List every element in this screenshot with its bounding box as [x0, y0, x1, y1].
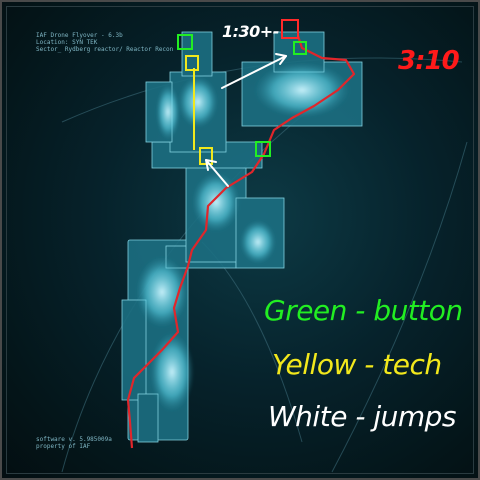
- button-marker-2: [293, 41, 307, 55]
- checkpoint-marker: [281, 19, 299, 39]
- legend-button: Green - button: [264, 294, 463, 327]
- jump-arrows: [205, 53, 287, 187]
- hud-title: IAF Drone Flyover - 6.3b: [36, 32, 123, 39]
- hud-header: IAF Drone Flyover - 6.3b Location: SYN T…: [36, 32, 173, 53]
- jump-arrow-upper: [221, 55, 287, 89]
- hud-property: property of IAF: [36, 443, 91, 450]
- button-marker-1: [177, 34, 193, 50]
- legend-tech: Yellow - tech: [272, 348, 442, 381]
- tech-marker-top: [185, 55, 199, 71]
- jump-arrow-lower: [205, 159, 229, 187]
- total-timer: 3:10: [398, 46, 460, 76]
- legend-jumps: White - jumps: [268, 400, 456, 433]
- main-route-line: [126, 35, 356, 449]
- button-marker-3: [255, 141, 271, 157]
- hud-software-version: software v. 5.985009a: [36, 436, 112, 443]
- hud-footer: software v. 5.985009a property of IAF: [36, 436, 112, 450]
- hud-location: Location: SYN TEK: [36, 39, 98, 46]
- hud-sector: Sector_ Rydberg reactor/ Reactor Recon: [36, 46, 174, 53]
- segment-timer: 1:30+-: [222, 22, 279, 41]
